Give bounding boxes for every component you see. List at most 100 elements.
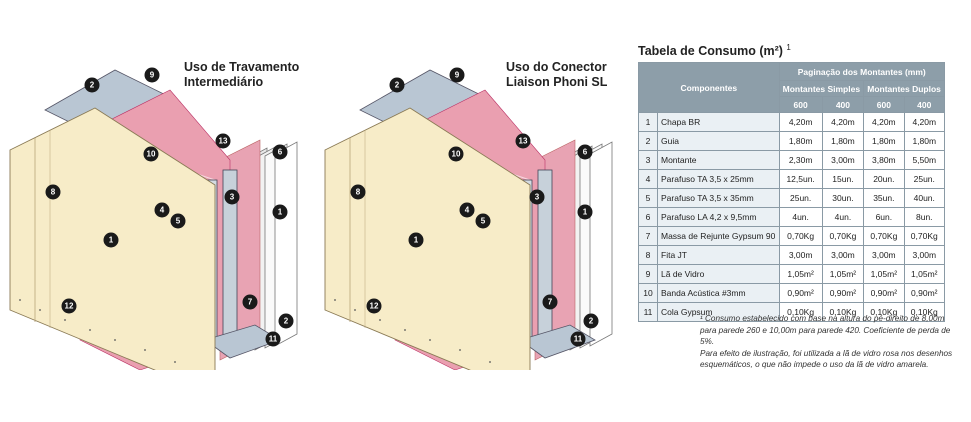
svg-text:10: 10	[147, 150, 156, 159]
row-number: 10	[638, 283, 658, 303]
row-number: 6	[638, 207, 658, 227]
svg-text:10: 10	[452, 150, 461, 159]
consumption-value: 25un.	[903, 169, 946, 189]
consumption-value: 35un.	[863, 188, 905, 208]
svg-text:9: 9	[455, 71, 460, 80]
svg-text:5: 5	[481, 217, 486, 226]
consumption-value: 4,20m	[863, 112, 905, 132]
svg-text:4: 4	[160, 206, 165, 215]
row-number: 4	[638, 169, 658, 189]
consumption-value: 1,05m²	[821, 264, 865, 284]
svg-text:1: 1	[278, 208, 283, 217]
diagram-2-title-line1: Uso do Conector	[506, 60, 607, 74]
callout-1-back: 1	[577, 204, 593, 220]
consumption-value: 2,30m	[778, 150, 823, 170]
wall-section-illustration-2: 9 2 13 10 6 8 3 4 5 1 1 7 2 11 12	[324, 67, 613, 396]
callout-9: 9	[144, 67, 160, 83]
consumption-value: 15un.	[821, 169, 865, 189]
header-components: Componentes	[638, 62, 780, 113]
consumption-value: 12,5un.	[778, 169, 823, 189]
consumption-table: Componentes Paginação dos Montantes (mm)…	[638, 62, 946, 322]
footnote-line-1: ¹ Consumo estabelecido com base na altur…	[700, 314, 951, 346]
consumption-value: 1,80m	[778, 131, 823, 151]
front-board	[9, 107, 216, 396]
consumption-value: 0,10Kg	[863, 302, 905, 322]
row-number: 5	[638, 188, 658, 208]
callout-12: 12	[61, 298, 77, 314]
callout-2-top: 2	[84, 77, 100, 93]
svg-text:11: 11	[574, 335, 583, 344]
wall-diagram-connector: 9 2 13 10 6 8 3 4 5 1 1 7 2 11 12	[320, 40, 620, 396]
consumption-value: 0,10Kg	[821, 302, 865, 322]
consumption-value: 0,70Kg	[863, 226, 905, 246]
consumption-value: 8un.	[903, 207, 946, 227]
consumption-value: 0,70Kg	[778, 226, 823, 246]
header-spacing: 400	[903, 96, 946, 113]
consumption-value: 3,00m	[821, 245, 865, 265]
table-title-text: Tabela de Consumo (m²)	[638, 44, 783, 59]
component-name: Lã de Vidro	[657, 264, 780, 284]
callout-2-bottom: 2	[278, 313, 294, 329]
svg-text:4: 4	[465, 206, 470, 215]
row-number: 2	[638, 131, 658, 151]
back-board-1	[274, 141, 298, 347]
svg-text:2: 2	[90, 81, 95, 90]
consumption-value: 4,20m	[778, 112, 823, 132]
diagram-1-title-line2: Intermediário	[184, 75, 264, 89]
footnote-line-2: Para efeito de ilustração, foi utilizada…	[700, 348, 953, 370]
consumption-value: 0,90m²	[821, 283, 865, 303]
row-number: 9	[638, 264, 658, 284]
callout-5: 5	[475, 213, 491, 229]
row-number: 11	[638, 302, 658, 322]
callout-11: 11	[265, 331, 281, 347]
svg-text:2: 2	[284, 317, 289, 326]
svg-text:1: 1	[583, 208, 588, 217]
table-title-superscript: 1	[786, 43, 791, 52]
component-name: Fita JT	[657, 245, 780, 265]
consumption-value: 1,05m²	[778, 264, 823, 284]
consumption-value: 0,10Kg	[778, 302, 823, 322]
callout-7: 7	[542, 294, 558, 310]
row-number: 8	[638, 245, 658, 265]
svg-text:7: 7	[548, 298, 553, 307]
header-simple-studs: Montantes Simples	[778, 80, 865, 97]
component-name: Chapa BR	[657, 112, 780, 132]
header-double-studs: Montantes Duplos	[863, 80, 945, 97]
svg-text:11: 11	[269, 335, 278, 344]
diagram-2-title: Uso do Conector Liaison Phoni SL	[506, 60, 607, 90]
svg-text:12: 12	[370, 302, 379, 311]
consumption-value: 0,70Kg	[903, 226, 946, 246]
callout-10: 10	[448, 146, 464, 162]
callout-3: 3	[529, 189, 545, 205]
header-spacing: 400	[821, 96, 865, 113]
svg-text:6: 6	[583, 148, 588, 157]
row-number: 7	[638, 226, 658, 246]
svg-text:6: 6	[278, 148, 283, 157]
svg-text:5: 5	[176, 217, 181, 226]
svg-text:13: 13	[219, 137, 228, 146]
wall-diagram-bracing: 9 2 13 10 6 8 3 4 5 1 1 7 2 11 12	[5, 40, 305, 396]
callout-13: 13	[515, 133, 531, 149]
consumption-value: 40un.	[903, 188, 946, 208]
consumption-value: 5,50m	[903, 150, 946, 170]
consumption-value: 1,80m	[863, 131, 905, 151]
diagram-2-title-line2: Liaison Phoni SL	[506, 75, 608, 89]
callout-7: 7	[242, 294, 258, 310]
callout-11: 11	[570, 331, 586, 347]
component-name: Cola Gypsum	[657, 302, 780, 322]
svg-text:8: 8	[51, 188, 56, 197]
consumption-value: 1,05m²	[863, 264, 905, 284]
svg-text:1: 1	[109, 236, 114, 245]
callout-1-back: 1	[272, 204, 288, 220]
consumption-value: 0,70Kg	[821, 226, 865, 246]
svg-text:13: 13	[519, 137, 528, 146]
callout-4: 4	[459, 202, 475, 218]
svg-text:3: 3	[535, 193, 540, 202]
